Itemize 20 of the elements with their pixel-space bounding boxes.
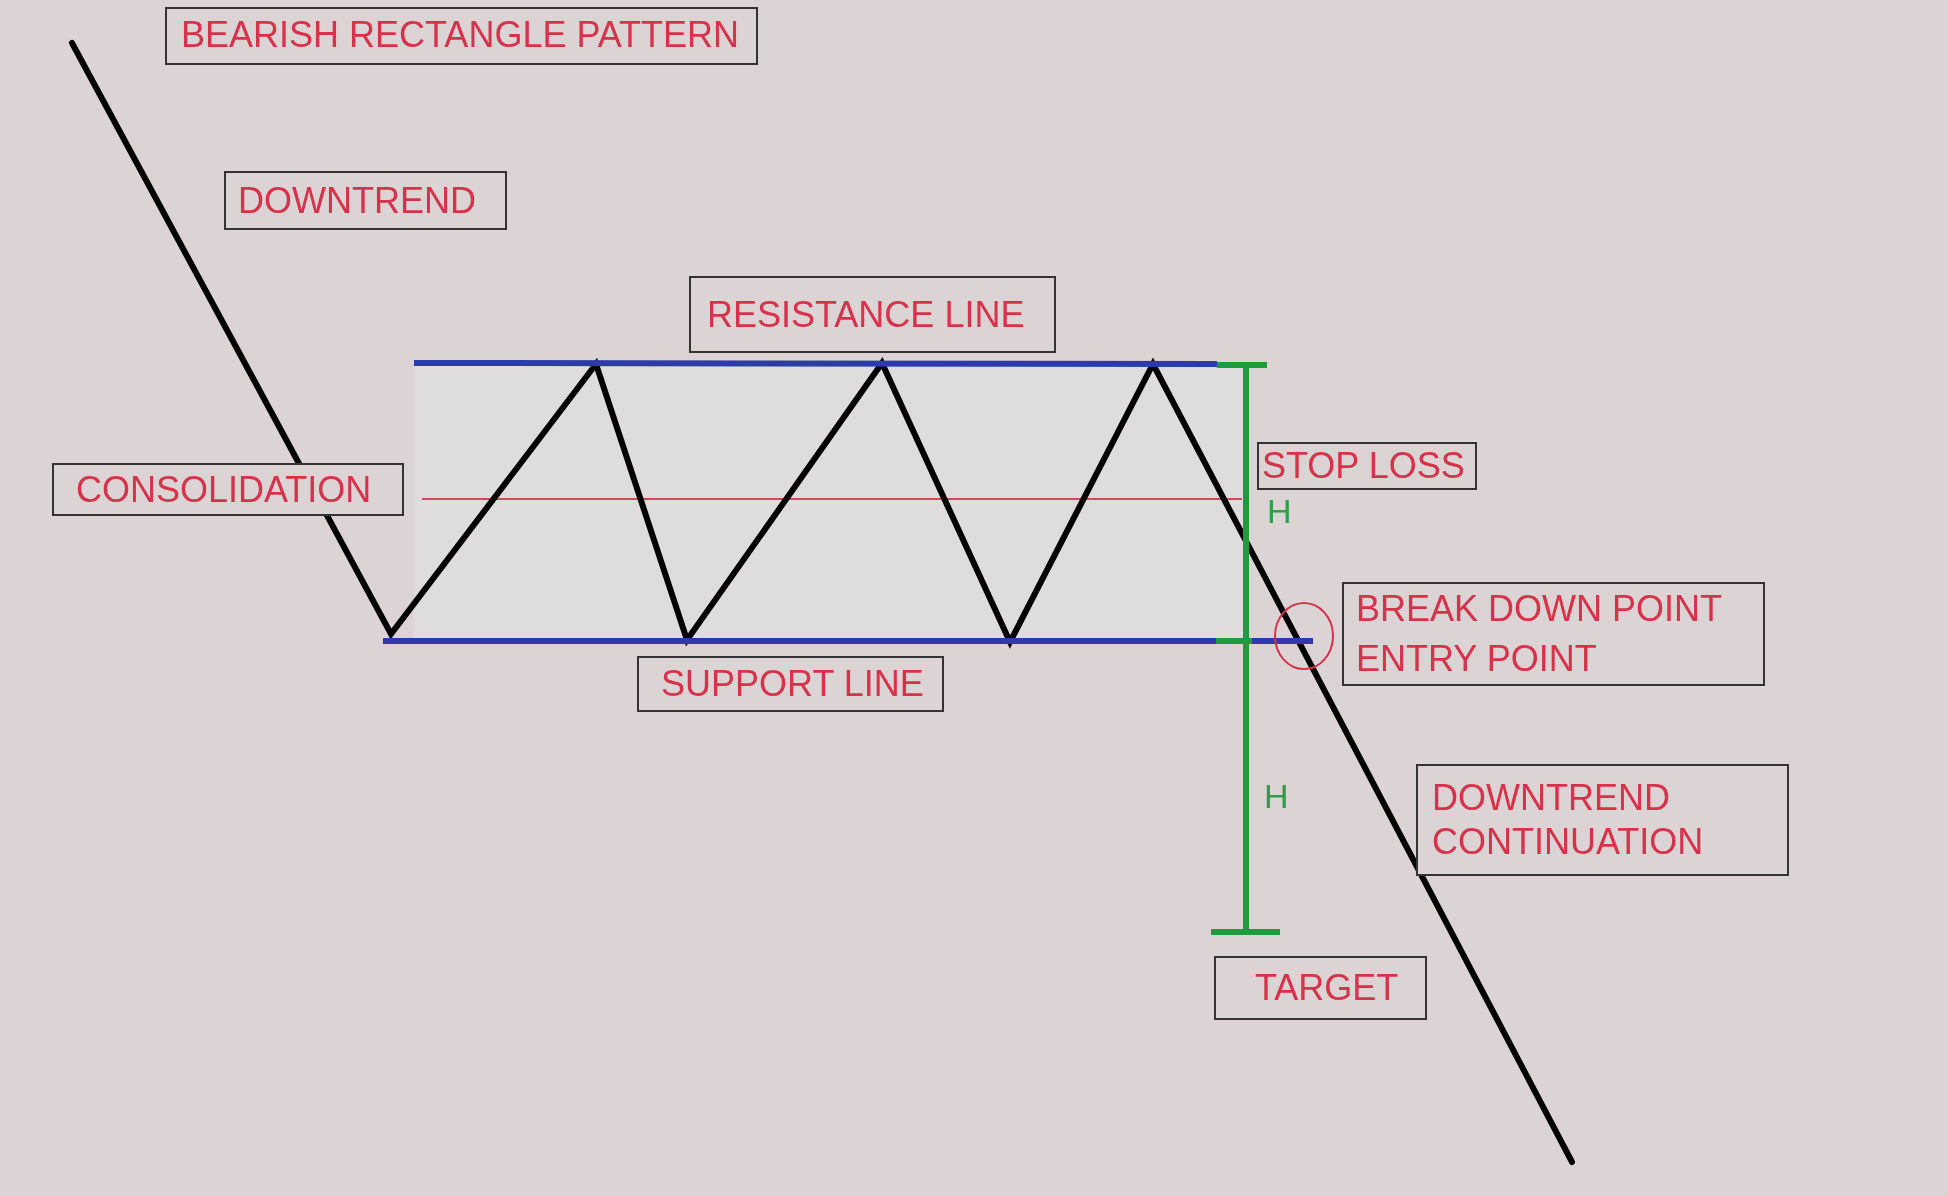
height-label: H (1267, 493, 1292, 529)
label-text: DOWNTREND (238, 178, 477, 223)
label-text: SUPPORT LINE (661, 662, 925, 706)
label-box (1342, 582, 1765, 686)
label-box (637, 656, 944, 712)
label-box (689, 276, 1056, 353)
label-text: RESISTANCE LINE (707, 292, 1026, 337)
label-text: DOWNTREND CONTINUATION (1432, 776, 1705, 864)
title: BEARISH RECTANGLE PATTERN (165, 7, 758, 65)
label-text: BREAK DOWN POINT (1356, 587, 1724, 631)
label-box (1214, 956, 1427, 1020)
label-box (1416, 764, 1789, 876)
height-label: H (1264, 778, 1289, 814)
label-box (52, 463, 404, 516)
label-text: TARGET (1255, 966, 1400, 1010)
label-text: ENTRY POINT (1356, 637, 1598, 681)
label-text: CONSOLIDATION (76, 467, 373, 512)
label-text: STOP LOSS (1262, 444, 1465, 488)
label-box (1257, 442, 1477, 490)
label-box (224, 171, 507, 230)
